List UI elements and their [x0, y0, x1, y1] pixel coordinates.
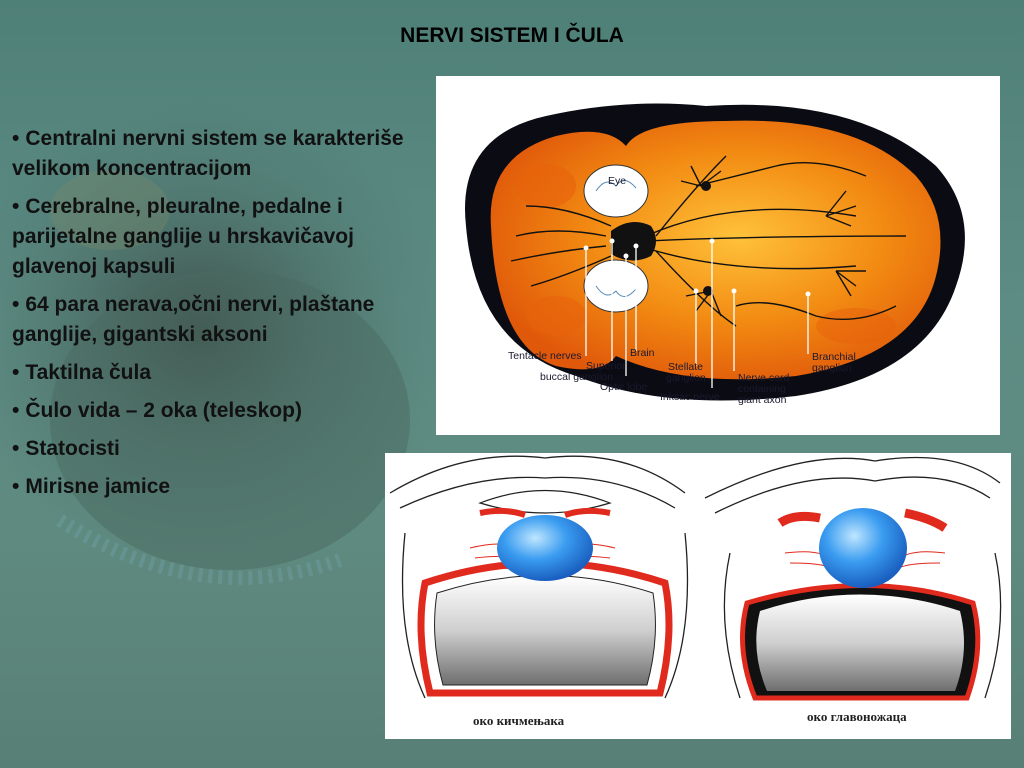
bullet-item: •Cerebralne, pleuralne, pedalne i parije… — [12, 192, 412, 282]
label-inksac-nerve: Inksac nerve — [660, 391, 720, 403]
caption-vertebrate-eye: око кичмењака — [473, 713, 565, 728]
bullet-text: Centralni nervni sistem se karakteriše v… — [12, 127, 404, 180]
label-stellate-ganglion: ganglion — [666, 372, 706, 384]
bullet-text: Cerebralne, pleuralne, pedalne i parijet… — [12, 195, 354, 278]
caption-cephalopod-eye: око главоножаца — [807, 709, 907, 724]
label-tentacle-nerves: Tentacle nerves — [508, 350, 582, 362]
label-buccal-ganglion: buccal ganglion — [540, 371, 613, 383]
eye-comparison-illustration: око кичмењака око главоножаца — [389, 455, 1002, 728]
bullet-marker: • — [12, 195, 20, 218]
bullet-text: Čulo vida – 2 oka (teleskop) — [25, 399, 302, 422]
label-stellate: Stellate — [668, 361, 703, 373]
bullet-marker: • — [12, 437, 20, 460]
eye-comparison-diagram: око кичмењака око главоножаца — [385, 453, 1011, 739]
bullet-list: •Centralni nervni sistem se karakteriše … — [12, 124, 412, 510]
bullet-item: •64 para nerava,očni nervi, plaštane gan… — [12, 290, 412, 350]
bullet-marker: • — [12, 399, 20, 422]
slide-title: NERVI SISTEM I ČULA — [0, 24, 1024, 48]
label-optic-lobe: Optic lobe — [600, 381, 647, 393]
vertebrate-eye: око кичмењака — [389, 455, 689, 728]
bullet-item: •Čulo vida – 2 oka (teleskop) — [12, 396, 412, 426]
nerve-network — [510, 155, 907, 327]
label-superior: Superior — [586, 360, 626, 372]
brain-mass — [611, 222, 656, 261]
nervous-system-illustration: Eye Tentacle nerves Superior buccal gang… — [465, 103, 965, 406]
bullet-item: •Mirisne jamice — [12, 472, 412, 502]
label-brain: Brain — [630, 347, 655, 359]
bullet-marker: • — [12, 293, 20, 316]
eye-lower — [583, 259, 649, 313]
bullet-text: Mirisne jamice — [25, 475, 171, 498]
label-branchial-ganglion: ganglion — [812, 362, 852, 374]
label-giant-axon: giant axon — [738, 394, 787, 406]
bullet-marker: • — [12, 475, 20, 498]
slide-title-text: NERVI SISTEM I ČULA — [400, 24, 624, 47]
bullet-marker: • — [12, 127, 20, 150]
label-pointers — [585, 241, 809, 388]
nervous-system-diagram: Eye Tentacle nerves Superior buccal gang… — [436, 76, 1000, 435]
bullet-item: •Statocisti — [12, 434, 412, 464]
label-branchial: Branchial — [812, 351, 856, 363]
label-eye: Eye — [608, 175, 626, 187]
bullet-item: •Taktilna čula — [12, 358, 412, 388]
bullet-item: •Centralni nervni sistem se karakteriše … — [12, 124, 412, 184]
bullet-text: Statocisti — [25, 437, 120, 460]
label-containing: containing — [738, 383, 786, 395]
bullet-text: 64 para nerava,očni nervi, plaštane gang… — [12, 293, 375, 346]
lens-vertebrate — [497, 515, 593, 581]
bullet-text: Taktilna čula — [25, 361, 152, 384]
label-nerve-cord: Nerve cord — [738, 372, 790, 384]
bullet-marker: • — [12, 361, 20, 384]
cephalopod-eye: око главоножаца — [704, 456, 1002, 724]
eye-upper — [583, 164, 649, 218]
lens-cephalopod — [819, 508, 907, 588]
